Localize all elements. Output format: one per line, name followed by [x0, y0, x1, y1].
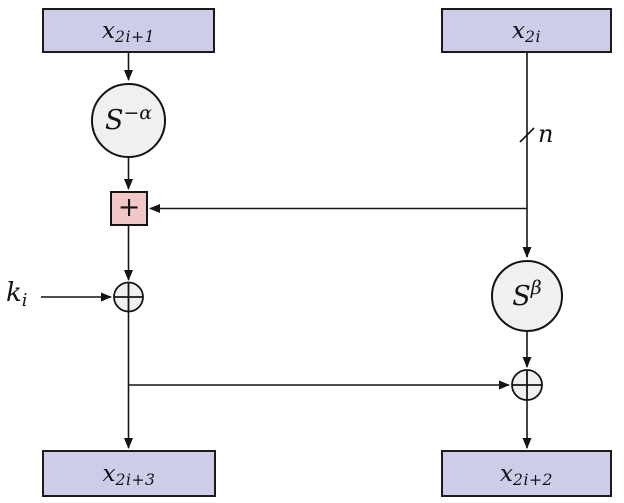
- output-right-label: x2i+2: [500, 460, 553, 489]
- xor-right: [511, 369, 543, 401]
- xor-left: [113, 281, 144, 313]
- input-left-box: x2i+1: [42, 8, 215, 53]
- output-left-label: x2i+3: [102, 460, 156, 489]
- round-key-label: ki: [6, 278, 28, 311]
- output-right-box: x2i+2: [441, 450, 612, 497]
- modular-add-node: +: [110, 191, 148, 226]
- modular-add-label: +: [117, 191, 141, 223]
- rotation-left-node: S−α: [91, 83, 166, 158]
- bitwidth-label: n: [538, 120, 554, 148]
- rotation-left-label: S−α: [104, 101, 153, 136]
- output-left-box: x2i+3: [42, 450, 216, 497]
- input-right-label: x2i: [512, 17, 541, 46]
- rotation-right-node: Sβ: [491, 260, 563, 332]
- rotation-right-label: Sβ: [512, 277, 542, 312]
- input-left-label: x2i+1: [102, 17, 155, 46]
- bitwidth-slash-tick: [519, 127, 535, 143]
- input-right-box: x2i: [441, 8, 612, 53]
